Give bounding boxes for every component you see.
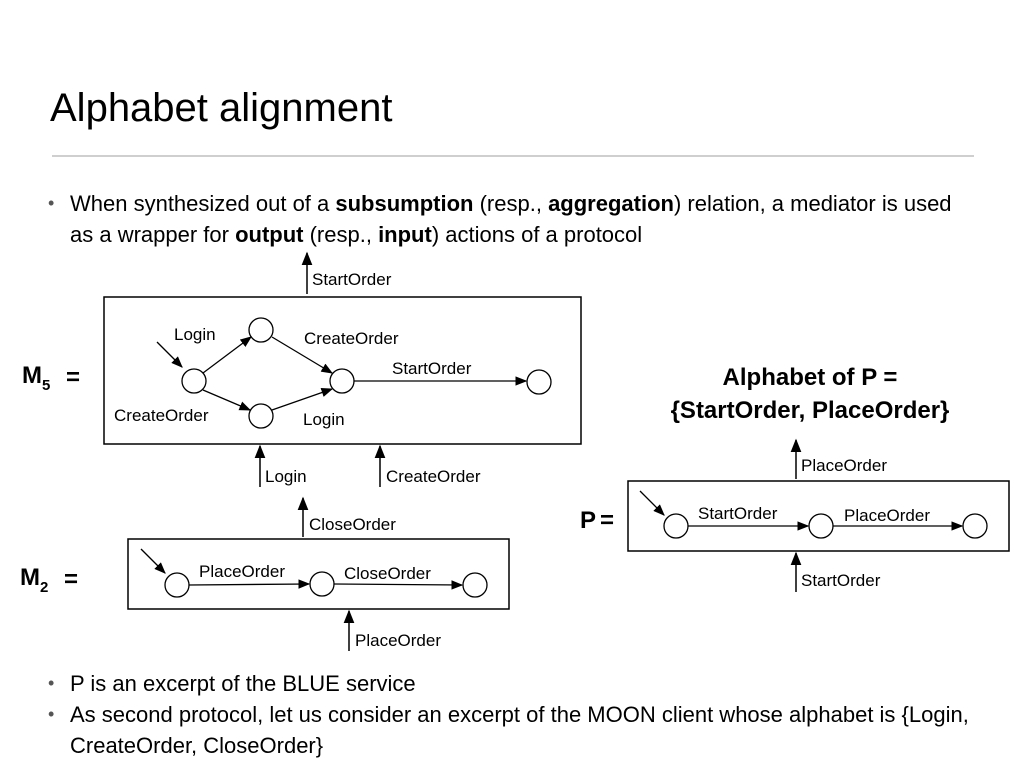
m5-output-label: StartOrder (312, 270, 392, 289)
p-equals: = (600, 507, 614, 534)
p-state-middle (808, 513, 834, 539)
m5-state-top (248, 317, 274, 343)
m2-initial-arrow (140, 548, 166, 574)
bullet-text: As second protocol, let us consider an e… (70, 702, 969, 758)
top-bullet-list: • When synthesized out of a subsumption … (48, 188, 978, 250)
m2-state-middle (309, 571, 335, 597)
p-state-final (962, 513, 988, 539)
m2-subscript: 2 (40, 579, 48, 596)
bottom-bullet-list: • P is an excerpt of the BLUE service • … (48, 668, 978, 761)
m2-output-label: CloseOrder (309, 515, 396, 534)
m2-state-initial (164, 572, 190, 598)
bullet-item-wrapper: • When synthesized out of a subsumption … (48, 188, 978, 250)
m2-name: M (20, 564, 40, 591)
m5-mediator: M 5 = StartOrder Login CreateOrder Login… (22, 251, 582, 487)
bullet-item-blue-service: • P is an excerpt of the BLUE service (48, 668, 978, 699)
m2-equals: = (64, 566, 78, 593)
m5-state-bottom (248, 403, 274, 429)
p-name: P (580, 507, 596, 534)
m5-label-createorder-top: CreateOrder (304, 329, 399, 348)
p-label-startorder: StartOrder (698, 504, 778, 523)
bullet-text-part: ) relation, a mediator is used as a wrap… (70, 191, 952, 247)
m5-state-final (526, 369, 552, 395)
bullet-text-part: ) actions of a protocol (431, 222, 643, 247)
m5-label-startorder: StartOrder (392, 359, 472, 378)
m2-label-placeorder: PlaceOrder (199, 562, 285, 581)
m5-label-login-bottom: Login (303, 410, 345, 429)
alphabet-line-2: {StartOrder, PlaceOrder} (671, 397, 950, 424)
bullet-text-part: When synthesized out of a (70, 191, 336, 216)
p-protocol: P = PlaceOrder StartOrder StartOrder Pla… (580, 438, 1010, 592)
bullet-text: P is an excerpt of the BLUE service (70, 671, 416, 696)
bullet-dot: • (48, 193, 55, 213)
bullet-bold-subsumption: subsumption (335, 191, 474, 216)
p-initial-arrow (639, 490, 665, 516)
p-box (627, 480, 1010, 552)
m2-edge-placeorder (188, 579, 311, 589)
bullet-text-part: (resp., (303, 222, 379, 247)
bullet-bold-output: output (235, 222, 304, 247)
slide-title: Alphabet alignment (50, 86, 393, 130)
m5-edge-createorder-top (271, 336, 334, 374)
m5-edge-login-bottom (271, 388, 334, 411)
bullet-bold-aggregation: aggregation (548, 191, 674, 216)
p-state-initial (663, 513, 689, 539)
m5-name: M (22, 362, 42, 389)
title-divider (52, 155, 974, 157)
m2-mediator: M 2 = CloseOrder PlaceOrder PlaceOrder C… (20, 496, 510, 651)
m5-edge-createorder-bottom (202, 389, 252, 411)
bullet-item-moon-client: • As second protocol, let us consider an… (48, 699, 978, 761)
m2-label-closeorder: CloseOrder (344, 564, 431, 583)
p-label-placeorder: PlaceOrder (844, 506, 930, 525)
p-input-label: StartOrder (801, 571, 881, 590)
m5-initial-arrow (156, 341, 183, 368)
alphabet-line-1: Alphabet of P = (723, 364, 898, 391)
m5-state-initial (181, 368, 207, 394)
p-output-label: PlaceOrder (801, 456, 887, 475)
m2-state-final (462, 572, 488, 598)
bullet-text-part: (resp., (473, 191, 549, 216)
m5-label-createorder-bottom: CreateOrder (114, 406, 209, 425)
m2-input-label: PlaceOrder (355, 631, 441, 650)
m5-label-login-top: Login (174, 325, 216, 344)
m5-input-label-createorder: CreateOrder (386, 467, 481, 486)
m5-input-label-login: Login (265, 467, 307, 486)
bullet-dot: • (48, 673, 55, 693)
m5-state-join (329, 368, 355, 394)
bullet-dot: • (48, 704, 55, 724)
m5-equals: = (66, 364, 80, 391)
bullet-bold-input: input (378, 222, 432, 247)
m5-edge-login-top (202, 336, 252, 374)
m5-subscript: 5 (42, 377, 50, 394)
m2-edge-closeorder (333, 580, 464, 590)
